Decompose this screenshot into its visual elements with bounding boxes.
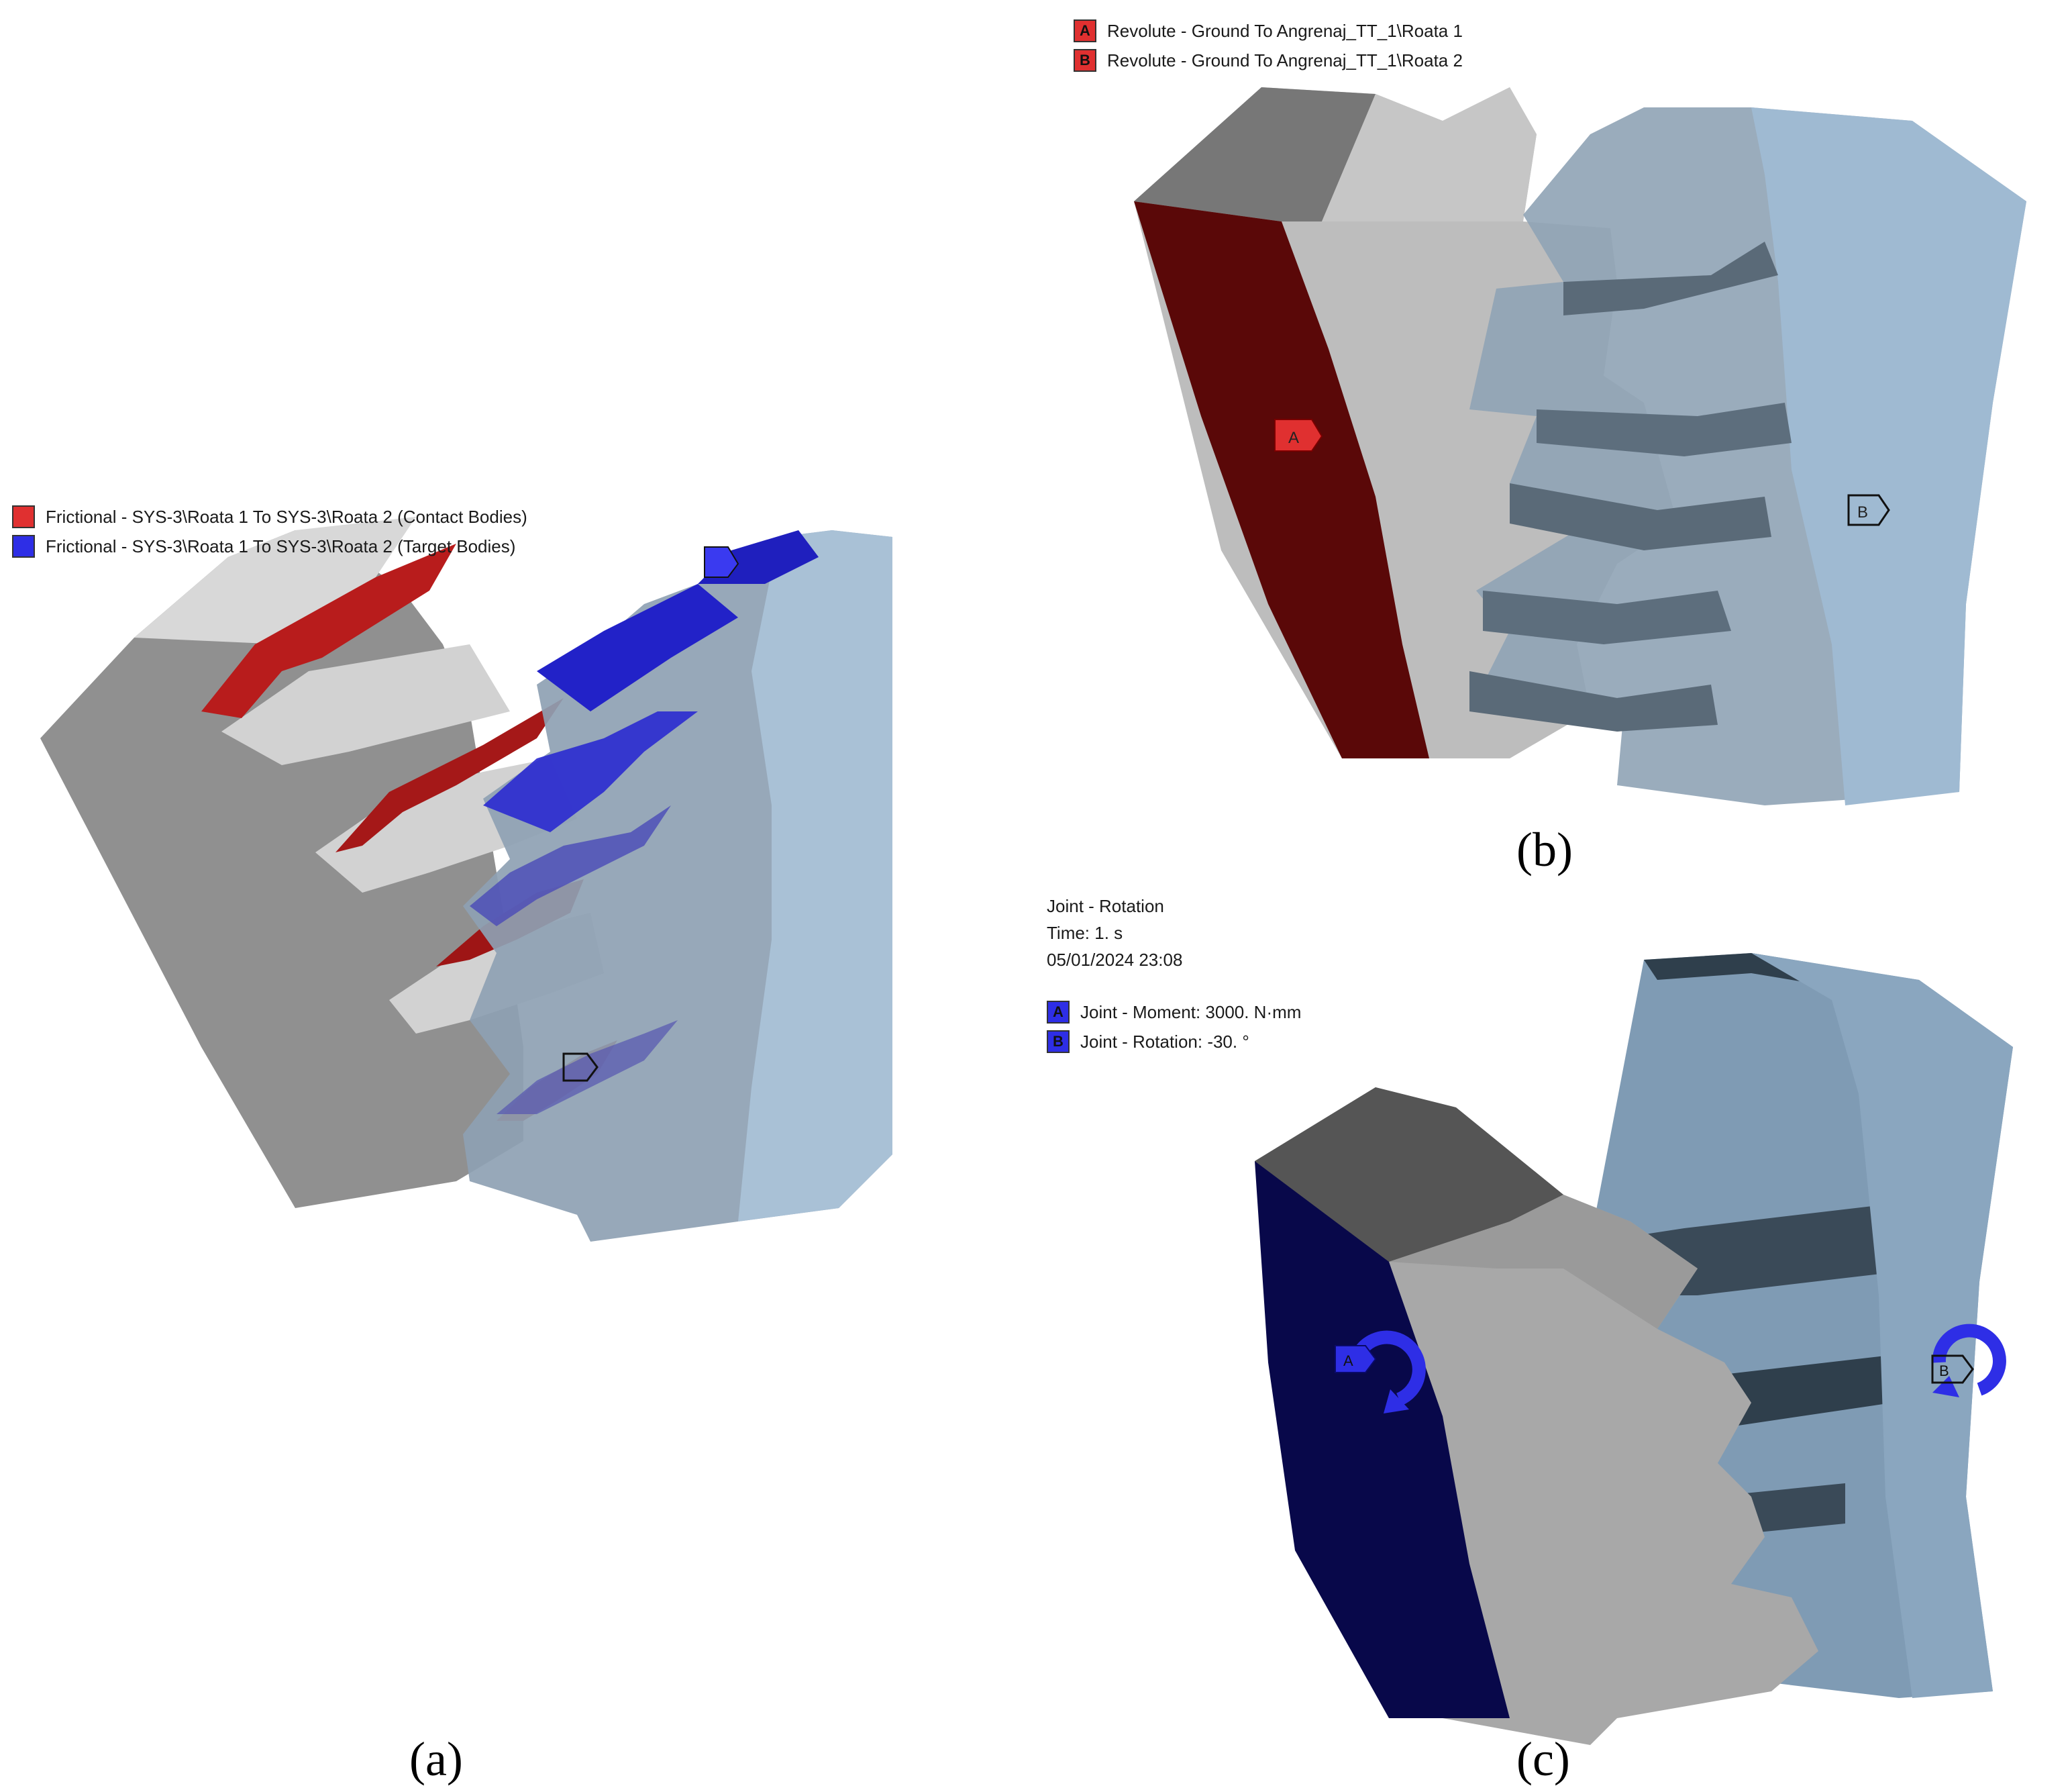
- legend-label: Joint - Rotation: -30. °: [1080, 1031, 1249, 1052]
- contact-marker[interactable]: [562, 1052, 599, 1082]
- panel-b-model-view[interactable]: A B: [1040, 0, 2072, 893]
- legend-swatch-red: [12, 505, 35, 528]
- result-title: Joint - Rotation: [1047, 896, 1164, 916]
- panel-a: Frictional - SYS-3\Roata 1 To SYS-3\Roat…: [0, 0, 973, 1792]
- rotation-arrow-b[interactable]: B: [1931, 1324, 2006, 1397]
- legend-label: Frictional - SYS-3\Roata 1 To SYS-3\Roat…: [46, 536, 516, 556]
- marker-b-label: B: [1939, 1362, 1949, 1379]
- panel-c-legend: A Joint - Moment: 3000. N·mm B Joint - R…: [1047, 997, 1301, 1056]
- legend-label: Frictional - SYS-3\Roata 1 To SYS-3\Roat…: [46, 506, 527, 527]
- panel-a-model-view[interactable]: [0, 0, 973, 1792]
- gear-roata-2[interactable]: [1469, 107, 2026, 805]
- panel-b: A B A Revolute - Ground To Angrenaj_TT_1…: [1040, 0, 2072, 893]
- legend-label: Joint - Moment: 3000. N·mm: [1080, 1001, 1302, 1022]
- marker-a-label: A: [1288, 429, 1299, 447]
- marker-b-label: B: [1857, 503, 1868, 521]
- caption-b: (b): [1516, 823, 1573, 877]
- joint-marker-b[interactable]: B: [1847, 494, 1890, 526]
- joint-marker-a[interactable]: A: [1274, 419, 1323, 452]
- legend-swatch-blue: [12, 535, 35, 558]
- joint-face-roata-1[interactable]: [1134, 201, 1429, 758]
- result-time: Time: 1. s: [1047, 923, 1123, 943]
- legend-row-contact-bodies[interactable]: Frictional - SYS-3\Roata 1 To SYS-3\Roat…: [12, 502, 527, 532]
- legend-swatch-a: A: [1074, 19, 1096, 42]
- panel-b-legend: A Revolute - Ground To Angrenaj_TT_1\Roa…: [1074, 16, 1463, 75]
- panel-c: A B Joint - Rotation Time: 1. s 05/01/20…: [1040, 893, 2072, 1792]
- target-marker[interactable]: [704, 546, 739, 578]
- legend-label: Revolute - Ground To Angrenaj_TT_1\Roata…: [1107, 20, 1463, 41]
- legend-label: Revolute - Ground To Angrenaj_TT_1\Roata…: [1107, 50, 1463, 70]
- moment-arrow-a[interactable]: A: [1335, 1330, 1426, 1413]
- marker-a-label: A: [1343, 1352, 1353, 1369]
- caption-c: (c): [1516, 1732, 1570, 1786]
- legend-row-joint-rotation[interactable]: B Joint - Rotation: -30. °: [1047, 1027, 1301, 1056]
- legend-swatch-b: B: [1074, 49, 1096, 72]
- legend-row-revolute-b[interactable]: B Revolute - Ground To Angrenaj_TT_1\Roa…: [1074, 46, 1463, 75]
- panel-c-model-view[interactable]: A B: [1040, 893, 2072, 1792]
- joint-face-roata-1[interactable]: [1255, 1161, 1510, 1718]
- caption-a: (a): [409, 1732, 463, 1786]
- legend-row-joint-moment[interactable]: A Joint - Moment: 3000. N·mm: [1047, 997, 1301, 1027]
- legend-row-target-bodies[interactable]: Frictional - SYS-3\Roata 1 To SYS-3\Roat…: [12, 532, 527, 561]
- result-info: Joint - Rotation Time: 1. s 05/01/2024 2…: [1047, 893, 1182, 973]
- legend-row-revolute-a[interactable]: A Revolute - Ground To Angrenaj_TT_1\Roa…: [1074, 16, 1463, 46]
- gear-roata-2[interactable]: [463, 530, 892, 1242]
- panel-a-legend: Frictional - SYS-3\Roata 1 To SYS-3\Roat…: [12, 502, 527, 561]
- result-date: 05/01/2024 23:08: [1047, 950, 1183, 970]
- legend-swatch-a: A: [1047, 1001, 1070, 1024]
- legend-swatch-b: B: [1047, 1030, 1070, 1053]
